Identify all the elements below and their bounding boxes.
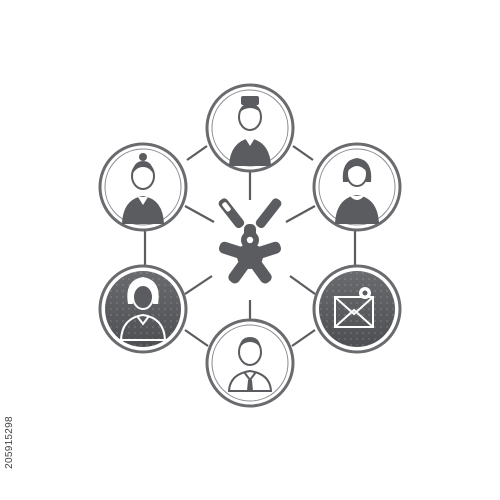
connector-line	[291, 329, 316, 347]
envelope-node	[312, 264, 402, 354]
maid-node	[98, 142, 188, 232]
spoke-line	[184, 275, 213, 295]
businesswoman-node	[98, 264, 188, 354]
envelope-icon	[334, 287, 374, 328]
spoke-line	[285, 205, 316, 223]
connector-line	[292, 145, 314, 161]
businesswoman-icon	[119, 277, 167, 341]
woman-icon	[335, 158, 379, 224]
spoke-line	[289, 275, 316, 295]
connection-lines	[143, 145, 357, 347]
network-hub-icon	[218, 198, 282, 284]
businessman-icon	[227, 337, 273, 392]
waiter-node	[205, 83, 295, 173]
stock-id-text: 205915298	[3, 415, 15, 469]
maid-icon	[122, 153, 164, 224]
waiter-icon	[229, 96, 271, 166]
connector-line	[184, 329, 209, 347]
spoke-line	[184, 205, 215, 223]
connector-line	[186, 145, 208, 161]
stock-id-label: 205915298	[2, 384, 16, 500]
woman-node	[312, 142, 402, 232]
businessman-node	[205, 318, 295, 408]
